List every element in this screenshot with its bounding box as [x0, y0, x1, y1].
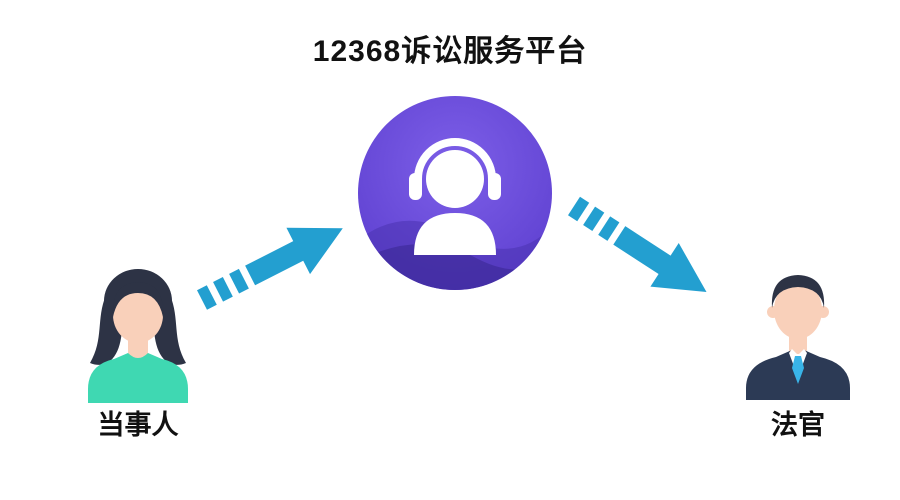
tie	[792, 356, 804, 384]
headphone-band-icon	[414, 138, 496, 183]
arrow-platform-to-judge	[568, 196, 707, 293]
arrow-head	[613, 226, 707, 293]
judge-avatar	[746, 275, 850, 400]
arrow-dash	[568, 196, 590, 222]
headset-person-icon	[409, 138, 501, 255]
label-judge: 法官	[771, 410, 825, 440]
face	[774, 281, 822, 339]
arrow-dash	[583, 206, 605, 232]
arrow-dash	[197, 285, 217, 310]
icon-head	[426, 150, 484, 208]
litigant-avatar	[88, 269, 188, 403]
diagram-title: 12368诉讼服务平台	[312, 35, 588, 68]
arrow-dash	[213, 277, 233, 302]
arrow-dash	[229, 268, 249, 294]
icon-body	[414, 213, 496, 255]
platform-badge	[358, 96, 552, 290]
arrow-head	[245, 227, 343, 286]
arrow-litigant-to-platform	[197, 227, 343, 310]
hair-fringe	[112, 282, 164, 317]
headphone-earcup-right	[488, 173, 501, 200]
headphone-earcup-left	[409, 173, 422, 200]
arrow-dash	[598, 216, 620, 241]
hair	[771, 275, 825, 308]
label-litigant: 当事人	[97, 410, 179, 440]
face	[113, 287, 163, 343]
shirt	[88, 353, 188, 403]
neck	[128, 337, 148, 359]
